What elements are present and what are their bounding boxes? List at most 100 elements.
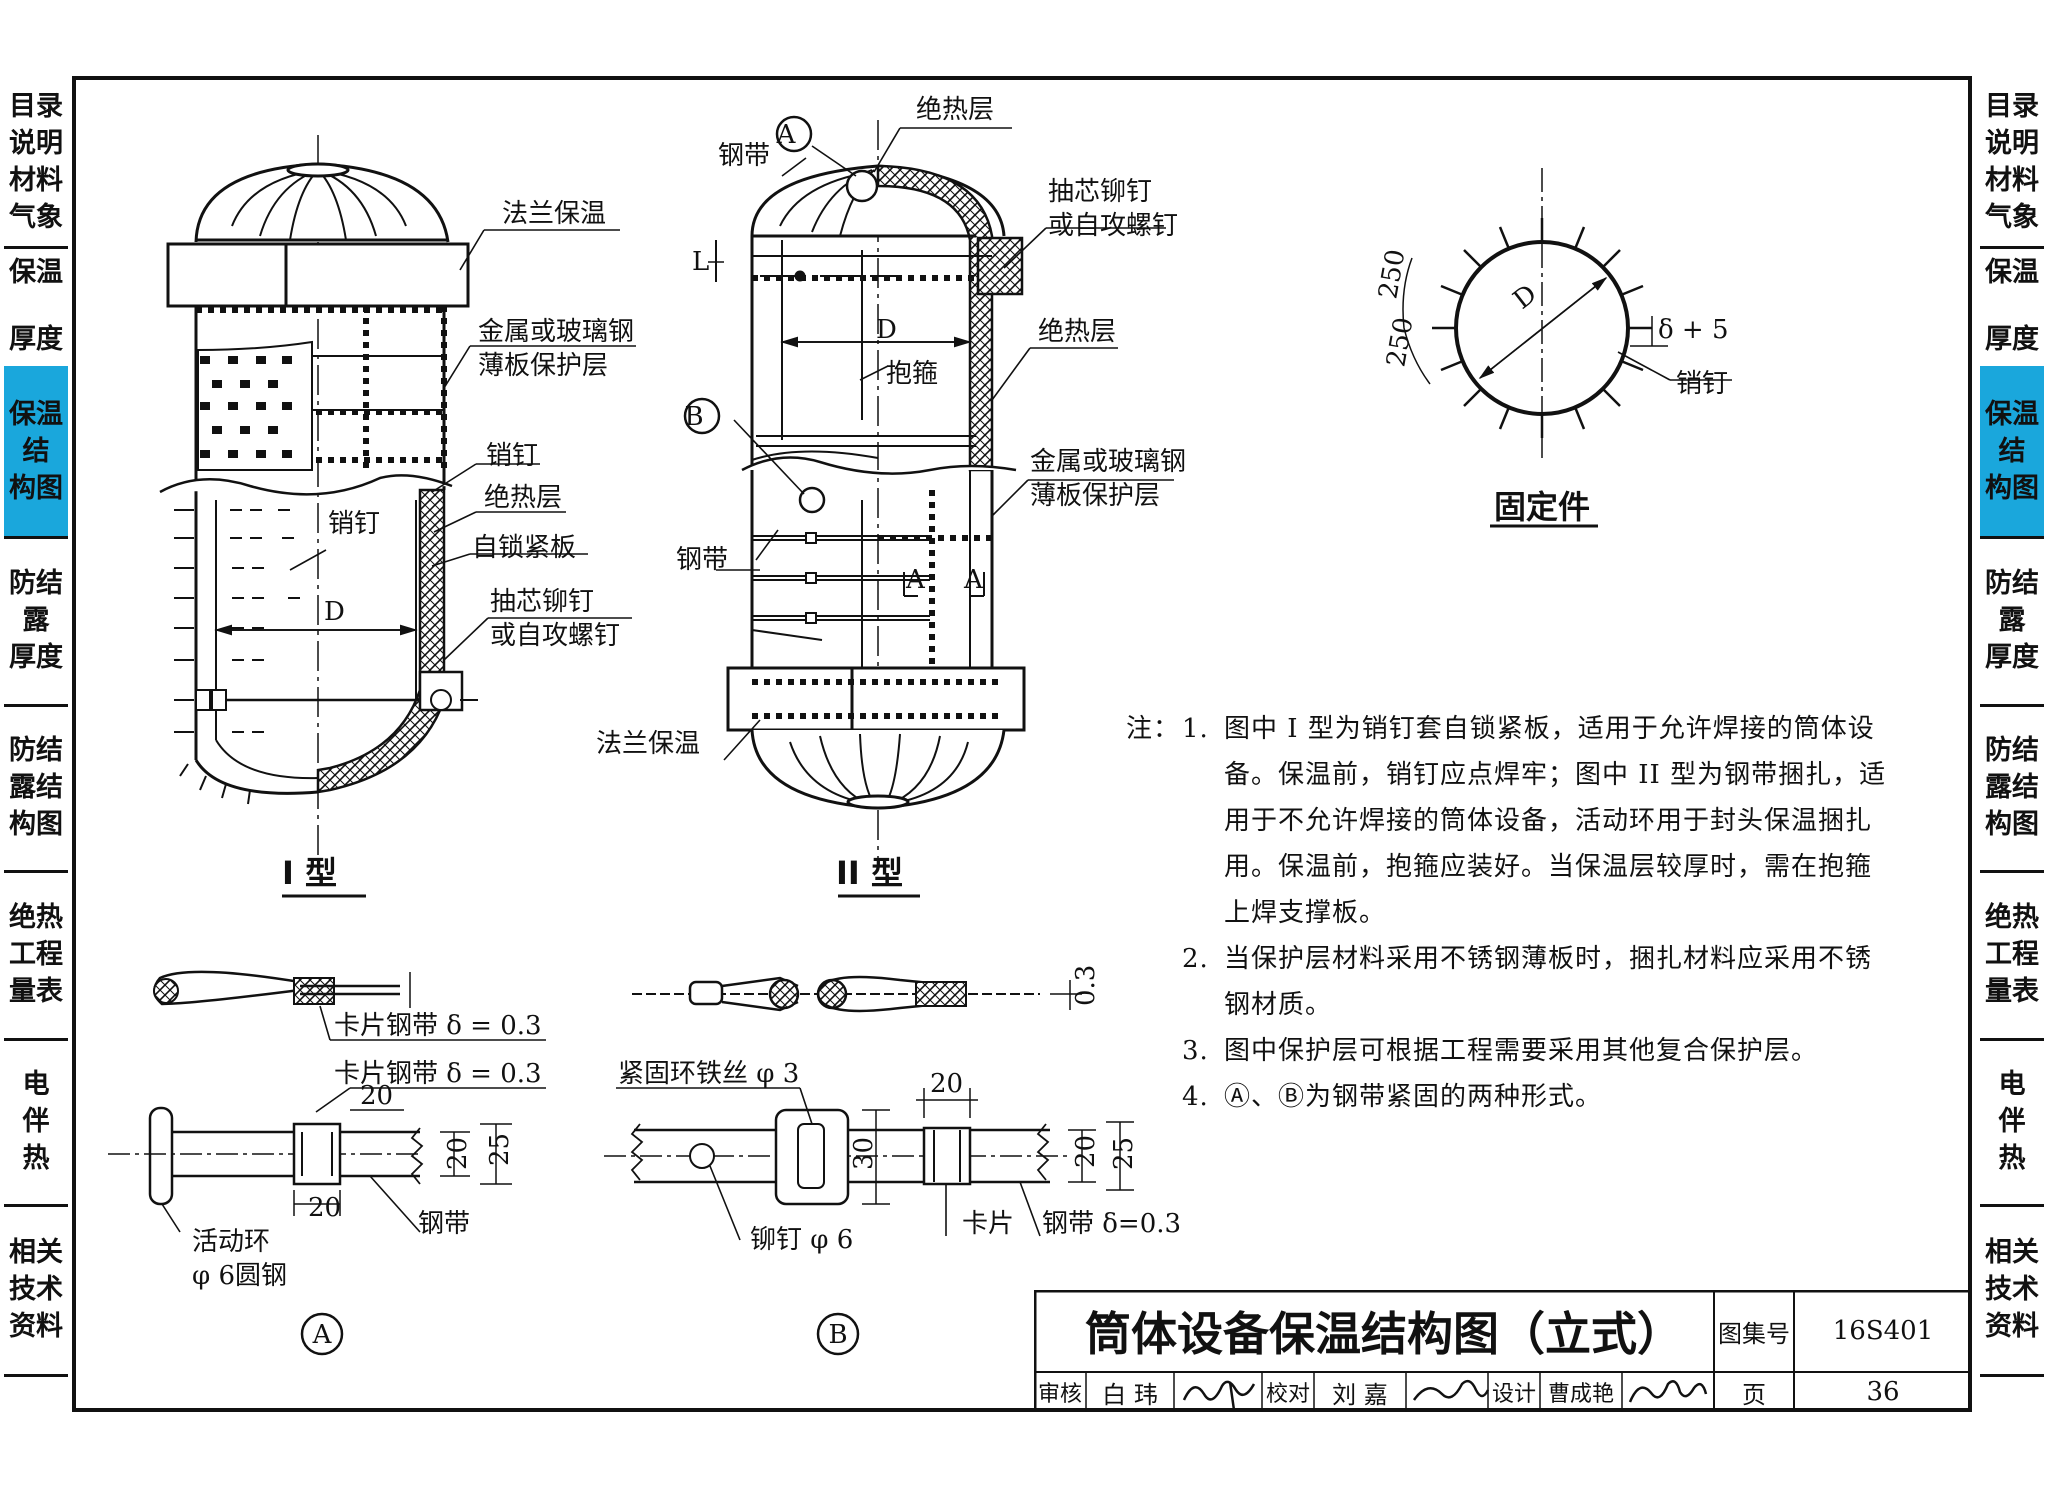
a-dim-20-side: 20 <box>443 1137 473 1170</box>
sidebar-tab-line: 量表 <box>9 975 63 1007</box>
t2-steel-band-label: 钢带 <box>676 545 728 575</box>
t1-rivet-label-1: 抽芯铆钉 <box>490 587 594 617</box>
note-text: 上焊支撑板。 <box>1224 898 1387 928</box>
fix-spacing-label-1: 250 <box>1373 247 1411 301</box>
reviewer-signature <box>1182 1380 1256 1411</box>
t1-rivet-label-2: 或自攻螺钉 <box>490 621 620 651</box>
designer-name: 曹成艳 <box>1547 1382 1614 1407</box>
t2-steel-band-top-label: 钢带 <box>718 141 770 171</box>
note-text: Ⓐ、Ⓑ为钢带紧固的两种形式。 <box>1224 1082 1603 1112</box>
t1-sheet-label-1: 金属或玻璃钢 <box>478 317 634 347</box>
note-text: 钢材质。 <box>1224 990 1333 1020</box>
note-number <box>1182 890 1224 936</box>
sidebar-tab-line: 露结 <box>1985 771 2039 803</box>
t2-section-a-right: A <box>963 565 984 595</box>
sidebar-tab-right-3[interactable]: 防结露厚度 <box>1980 536 2044 707</box>
b-dim-20-top: 20 <box>930 1069 963 1099</box>
sidebar-tab-line: 结 <box>22 435 50 467</box>
sidebar-tab-right-2[interactable]: 保温结构图 <box>1980 366 2044 539</box>
review-label: 审核 <box>1037 1382 1082 1407</box>
t2-sheet-label-1: 金属或玻璃钢 <box>1030 447 1186 477</box>
sidebar-tab-line: 露 <box>1998 604 2026 636</box>
t2-rivet-label-1: 抽芯铆钉 <box>1048 177 1152 207</box>
sidebar-tab-left-6[interactable]: 电伴热 <box>4 1038 68 1207</box>
sidebar-tab-line: 保温 <box>9 398 63 430</box>
t1-lock-plate-label: 自锁紧板 <box>472 533 576 563</box>
note-line: 用。保温前，抱箍应装好。当保温层较厚时，需在抱箍 <box>1126 844 1926 890</box>
fix-pin-label: 销钉 <box>1676 369 1728 399</box>
note-number: 1. <box>1182 714 1209 744</box>
a-steel-band-label: 钢带 <box>418 1209 470 1239</box>
t2-length-label: L <box>692 247 709 277</box>
note-text: 用。保温前，抱箍应装好。当保温层较厚时，需在抱箍 <box>1224 852 1873 882</box>
page-number: 36 <box>1866 1377 1900 1407</box>
atlas-number: 16S401 <box>1832 1316 1934 1346</box>
sidebar-tab-line: 构图 <box>9 472 63 504</box>
notes-prefix: 注： <box>1126 714 1181 744</box>
sidebar-tab-line: 防结 <box>9 734 63 766</box>
notes-prefix <box>1126 890 1182 936</box>
sidebar-tab-line: 露结 <box>9 771 63 803</box>
note-line: 4.Ⓐ、Ⓑ为钢带紧固的两种形式。 <box>1126 1074 1926 1120</box>
t2-insulation-right-label: 绝热层 <box>1038 317 1116 347</box>
t2-sheet-label-2: 薄板保护层 <box>1030 481 1160 511</box>
a-dim-25: 25 <box>485 1133 515 1166</box>
t1-sheet-label-2: 薄板保护层 <box>478 351 608 381</box>
note-text: 当保护层材料采用不锈钢薄板时，捆扎材料应采用不锈 <box>1224 944 1873 974</box>
sidebar-tab-right-0[interactable]: 目录说明材料气象 <box>1980 78 2044 249</box>
detail-a-marker: A <box>312 1320 333 1350</box>
sidebar-tab-line: 绝热 <box>1985 901 2039 933</box>
sidebar-tab-right-1[interactable]: 保温厚度 <box>1980 246 2044 369</box>
sidebar-tab-left-7[interactable]: 相关技术资料 <box>4 1204 68 1377</box>
note-text: 图中 I 型为销钉套自锁紧板，适用于允许焊接的筒体设 <box>1224 714 1875 744</box>
b-dim-30: 30 <box>849 1137 879 1170</box>
sidebar-tab-right-7[interactable]: 相关技术资料 <box>1980 1204 2044 1377</box>
drawing-frame <box>72 76 1972 1412</box>
sidebar-tab-line: 防结 <box>9 567 63 599</box>
t2-insulation-top-label: 绝热层 <box>916 95 994 125</box>
note-number <box>1182 752 1224 798</box>
note-line: 注：1. 图中 I 型为销钉套自锁紧板，适用于允许焊接的筒体设 <box>1126 706 1926 752</box>
t2-marker-b: B <box>684 402 703 432</box>
b-thickness-label: 0.3 <box>1071 965 1101 1006</box>
sidebar-tab-right-4[interactable]: 防结露结构图 <box>1980 704 2044 873</box>
sidebar-tab-line: 构图 <box>9 808 63 840</box>
sidebar-tab-left-3[interactable]: 防结露厚度 <box>4 536 68 707</box>
notes-prefix <box>1126 936 1182 982</box>
b-dim-20-side: 20 <box>1071 1135 1101 1168</box>
page-label: 页 <box>1742 1380 1766 1409</box>
checker-signature <box>1412 1379 1490 1401</box>
reviewer-name: 白 玮 <box>1102 1380 1158 1409</box>
notes-prefix <box>1126 1028 1182 1074</box>
sidebar-tab-right-5[interactable]: 绝热工程量表 <box>1980 870 2044 1041</box>
t1-pin-label: 销钉 <box>486 441 538 471</box>
atlas-label: 图集号 <box>1718 1319 1790 1348</box>
sidebar-tab-left-0[interactable]: 目录说明材料气象 <box>4 78 68 249</box>
sidebar-tab-line: 目录 <box>9 91 63 122</box>
sidebar-tab-left-4[interactable]: 防结露结构图 <box>4 704 68 873</box>
sidebar-tab-line: 工程 <box>9 938 63 970</box>
title-block: 筒体设备保温结构图（立式） 图集号 16S401 审核 白 玮 校对 刘 嘉 设… <box>1034 1290 1972 1412</box>
note-number <box>1182 844 1224 890</box>
notes-block: 注：1. 图中 I 型为销钉套自锁紧板，适用于允许焊接的筒体设备。保温前，销钉应点… <box>1126 706 1926 1120</box>
sidebar-tab-line: 技术 <box>9 1273 63 1305</box>
b-steel-band-label: 钢带 δ=0.3 <box>1042 1209 1181 1239</box>
sidebar-tab-line: 资料 <box>9 1310 63 1342</box>
note-text: 备。保温前，销钉应点焊牢；图中 II 型为钢带捆扎，适 <box>1224 760 1887 790</box>
note-text: 图中保护层可根据工程需要采用其他复合保护层。 <box>1224 1036 1819 1066</box>
b-rivet-label: 铆钉 φ 6 <box>750 1225 853 1255</box>
note-number: 3. <box>1182 1036 1209 1066</box>
sidebar-tab-left-2[interactable]: 保温结构图 <box>4 366 68 539</box>
note-line: 备。保温前，销钉应点焊牢；图中 II 型为钢带捆扎，适 <box>1126 752 1926 798</box>
title-block-grid <box>1034 1290 1972 1412</box>
t1-flange-label: 法兰保温 <box>502 199 606 229</box>
sidebar-tab-line: 结 <box>1998 435 2026 467</box>
sidebar-tab-right-6[interactable]: 电伴热 <box>1980 1038 2044 1207</box>
fix-offset-label: δ + 5 <box>1658 315 1729 345</box>
sidebar-tab-left-5[interactable]: 绝热工程量表 <box>4 870 68 1041</box>
sidebar-tab-line: 伴 <box>1998 1105 2026 1137</box>
sidebar-tab-line: 工程 <box>1985 938 2039 970</box>
type1-caption: I 型 <box>282 854 337 892</box>
type1-vessel <box>159 135 636 898</box>
t1-inner-pin-label: 销钉 <box>328 509 380 539</box>
